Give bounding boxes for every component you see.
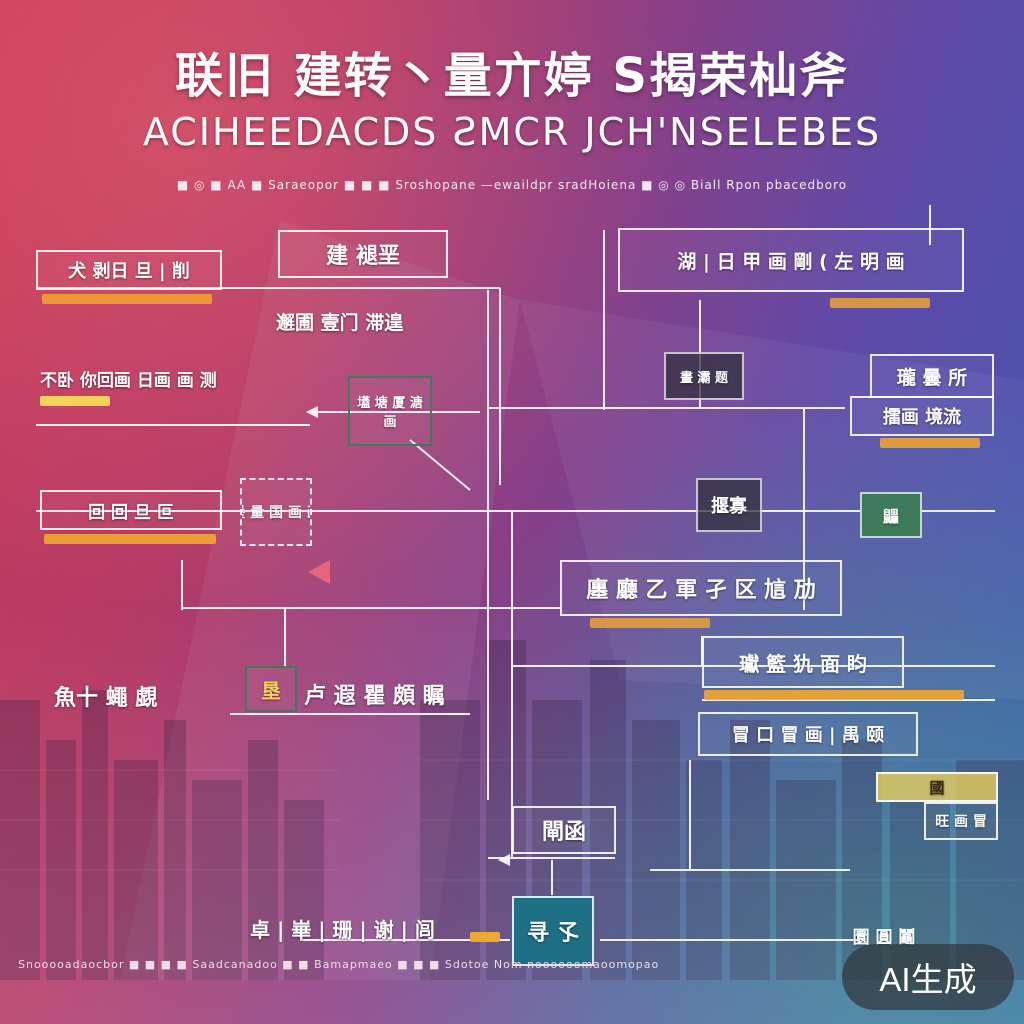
node-center-small: 壒 塘 厦 溏 画 — [348, 376, 432, 446]
footer-caption: Snooooadaocbor ■ ■ ■ ■ Saadcanadoo ■ ■ B… — [18, 958, 660, 971]
node-right-1: 瓏 曇 所 — [870, 354, 994, 398]
accent-bar-left-1 — [42, 294, 212, 304]
accent-bar-right-mid — [704, 690, 964, 700]
node-bottom-left: 卓 | 崋 | 珊 | 谢 | 闾 — [250, 918, 435, 942]
node-top-right: 湖 | 日 甲 画 剛 ( 左 明 画 — [618, 228, 964, 292]
node-right-2: 擂画 境流 — [850, 396, 994, 436]
node-left-2: 不卧 你回画 日画 画 测 — [40, 371, 217, 391]
node-left-mid2: 卢 遐 瞿 頗 瞩 — [304, 684, 445, 709]
node-left-1: 犬 剥日 旦 | 削 — [36, 250, 222, 290]
node-center-left: 垦 — [245, 666, 297, 712]
node-green-small: 鼺 — [860, 492, 922, 538]
accent-bar-center-big — [590, 618, 710, 628]
accent-bar-right-2 — [880, 438, 980, 448]
main-title-english: ACIHEEDACDS ƧMCR JCH'NSELEBES — [142, 110, 882, 154]
ai-generated-badge: AI生成 — [842, 944, 1014, 1010]
accent-bar-top-right — [830, 298, 930, 308]
accent-bar-left-2 — [40, 396, 110, 406]
node-center-mid: 揠寡 — [696, 478, 762, 532]
node-right-low3: 旺 画 冒 — [924, 802, 998, 840]
node-right-mid: 瓛 籃 犰 面 盷 — [702, 636, 904, 688]
node-center-sub: 邂圃 壹门 滞遑 — [276, 312, 404, 334]
node-bottom-center: 閘函 — [512, 806, 616, 854]
node-right-low2: 國 — [876, 772, 998, 802]
main-title-chinese: 联旧 建转丶量亣婷 S揭荣杣斧 — [175, 48, 849, 104]
node-gray: 畫 灞 题 — [664, 352, 744, 400]
accent-bar-left-3 — [44, 534, 216, 544]
node-center-big: 廛 廳 乙 軍 孑 区 訄 劢 — [560, 560, 842, 616]
node-right-low: 冒 口 冒 画 | 禺 颐 — [698, 712, 918, 756]
node-left-4: 堡 量 国 画 画 — [240, 478, 312, 546]
node-bottom-teal: 寻 孓 — [512, 896, 594, 966]
node-left-5: 魚十 蠅 覷 — [54, 686, 158, 711]
node-left-3: 回 回 旦 叵 — [40, 490, 222, 530]
node-top-center: 建 褪垩 — [278, 230, 448, 278]
accent-bar-bottom-left — [470, 932, 500, 942]
node-bottom-right: 圜 圓 鬮 — [852, 927, 916, 948]
subtitle-caption: ■ ◎ ■ AA ■ Saraeopor ■ ■ ■ Sroshopane —e… — [176, 178, 848, 192]
